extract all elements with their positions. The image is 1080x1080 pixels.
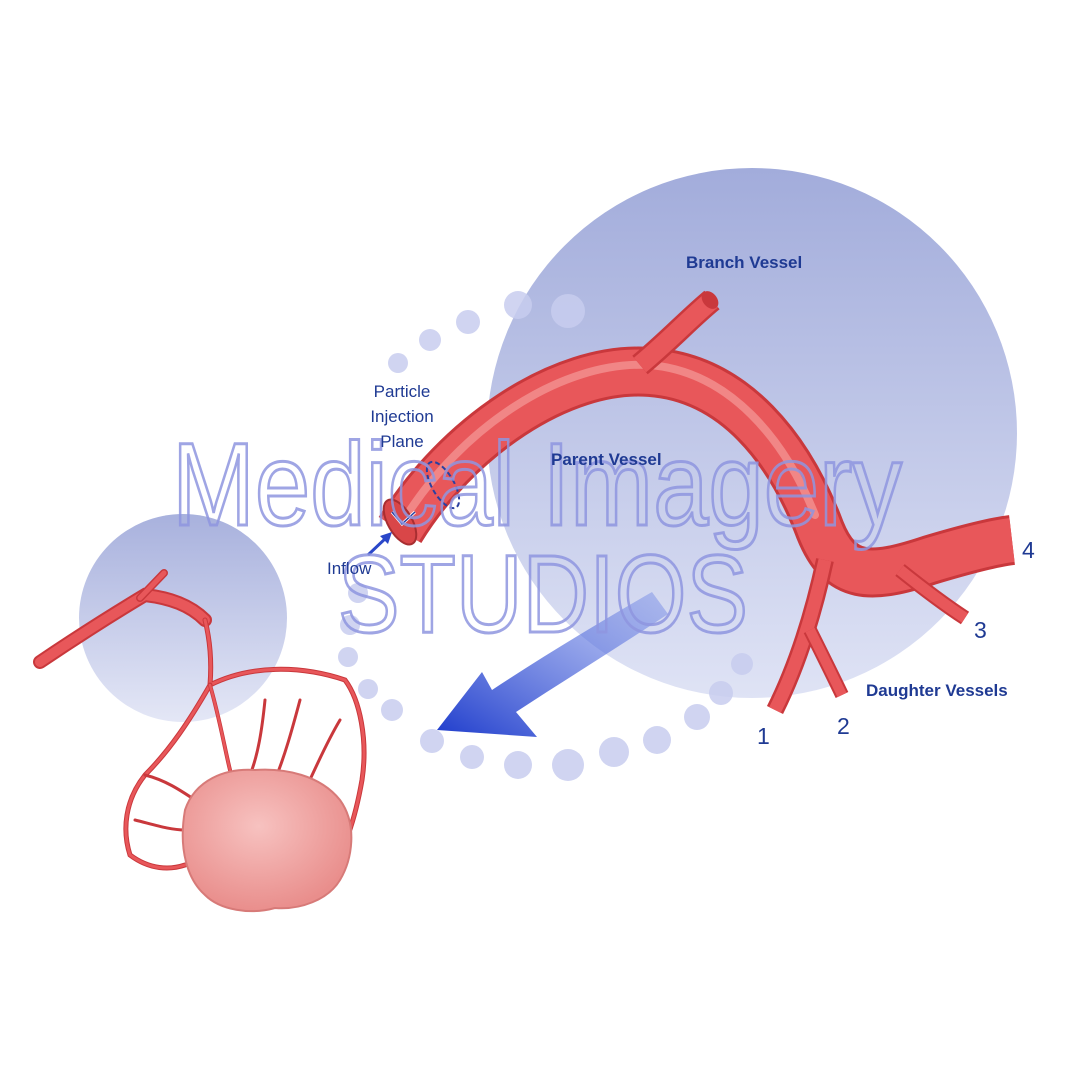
label-daughter-3: 3	[974, 617, 987, 643]
label-daughter-2: 2	[837, 713, 850, 739]
tumor-vessel-tree	[33, 569, 367, 873]
branch-vessel	[632, 290, 720, 375]
label-particle-line1: Particle	[374, 382, 431, 401]
inflow-arrow-icon	[366, 532, 392, 557]
label-parent-vessel: Parent Vessel	[551, 450, 662, 469]
label-particle-line2: Injection	[370, 407, 433, 426]
dotted-arc	[338, 291, 753, 781]
label-branch-vessel: Branch Vessel	[686, 253, 802, 272]
watermark: Medical Imagery STUDIOS	[171, 418, 904, 658]
label-daughter-1: 1	[757, 723, 770, 749]
label-daughter-vessels: Daughter Vessels	[866, 681, 1008, 700]
label-daughter-4: 4	[1022, 537, 1035, 563]
curved-arrow-icon	[437, 592, 668, 737]
injection-plane	[425, 460, 461, 510]
background-circle-small	[79, 514, 287, 722]
label-inflow: Inflow	[327, 559, 372, 578]
label-particle-line3: Plane	[380, 432, 423, 451]
watermark-line-2: STUDIOS	[338, 533, 748, 656]
daughter-vessels-group	[766, 558, 970, 715]
tumor-mass	[181, 768, 353, 913]
watermark-line-1: Medical Imagery	[172, 419, 902, 551]
